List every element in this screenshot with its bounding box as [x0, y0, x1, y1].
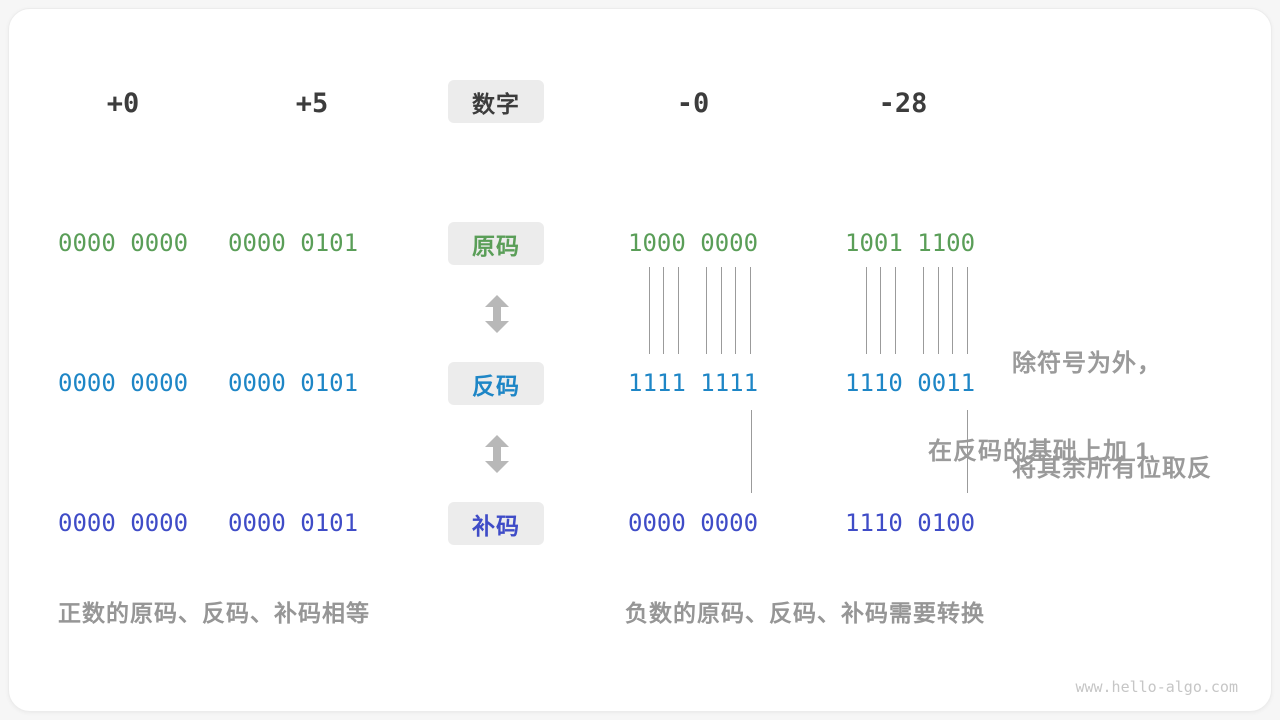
card-background [8, 8, 1272, 712]
header-number-minus28: -28 [878, 88, 928, 119]
ones-complement-label: 反码 [472, 372, 520, 399]
watermark-url: www.hello-algo.com [1075, 678, 1238, 696]
bit-connector-line [967, 267, 968, 354]
sign-magnitude-label: 原码 [472, 232, 520, 259]
ones-complement-value-plus0: 0000 0000 [58, 369, 189, 397]
bit-connector-line [663, 267, 664, 354]
caption-negative: 负数的原码、反码、补码需要转换 [625, 600, 985, 626]
bit-connector-line [649, 267, 650, 354]
header-box-number-label: 数字 [472, 90, 520, 117]
twos-complement-value-plus5: 0000 0101 [228, 509, 359, 537]
bit-connector-line [880, 267, 881, 354]
twos-complement-box: 补码 [448, 502, 544, 545]
sign-magnitude-value-minus28: 1001 1100 [845, 229, 976, 257]
sign-magnitude-box: 原码 [448, 222, 544, 265]
sign-magnitude-value-minus0: 1000 0000 [628, 229, 759, 257]
bit-connector-line [895, 267, 896, 354]
add-one-connector-line [967, 410, 968, 493]
ones-complement-value-minus28: 1110 0011 [845, 369, 976, 397]
header-number-plus0: +0 [106, 88, 140, 119]
caption-positive: 正数的原码、反码、补码相等 [58, 600, 370, 626]
bit-connector-line [750, 267, 751, 354]
add-one-annotation: 在反码的基础上加 1 [928, 438, 1151, 465]
twos-complement-value-plus0: 0000 0000 [58, 509, 189, 537]
bit-connector-line [938, 267, 939, 354]
bit-connector-line [923, 267, 924, 354]
invert-annotation-line1: 除符号为外， [1012, 350, 1162, 377]
sign-magnitude-value-plus5: 0000 0101 [228, 229, 359, 257]
invert-annotation-line2: 将其余所有位取反 [1012, 455, 1212, 482]
double-arrow-icon [485, 295, 509, 333]
sign-magnitude-value-plus0: 0000 0000 [58, 229, 189, 257]
ones-complement-value-plus5: 0000 0101 [228, 369, 359, 397]
header-number-plus5: +5 [295, 88, 329, 119]
twos-complement-value-minus0: 0000 0000 [628, 509, 759, 537]
bit-connector-line [721, 267, 722, 354]
ones-complement-box: 反码 [448, 362, 544, 405]
add-one-connector-line [751, 410, 752, 493]
bit-connector-line [866, 267, 867, 354]
bit-connector-line [678, 267, 679, 354]
header-number-minus0: -0 [676, 88, 710, 119]
invert-annotation: 除符号为外， 将其余所有位取反 [1012, 276, 1212, 556]
header-box-number: 数字 [448, 80, 544, 123]
bit-connector-line [952, 267, 953, 354]
ones-complement-value-minus0: 1111 1111 [628, 369, 759, 397]
bit-connector-line [706, 267, 707, 354]
double-arrow-icon [485, 435, 509, 473]
twos-complement-label: 补码 [472, 512, 520, 539]
twos-complement-value-minus28: 1110 0100 [845, 509, 976, 537]
bit-connector-line [735, 267, 736, 354]
